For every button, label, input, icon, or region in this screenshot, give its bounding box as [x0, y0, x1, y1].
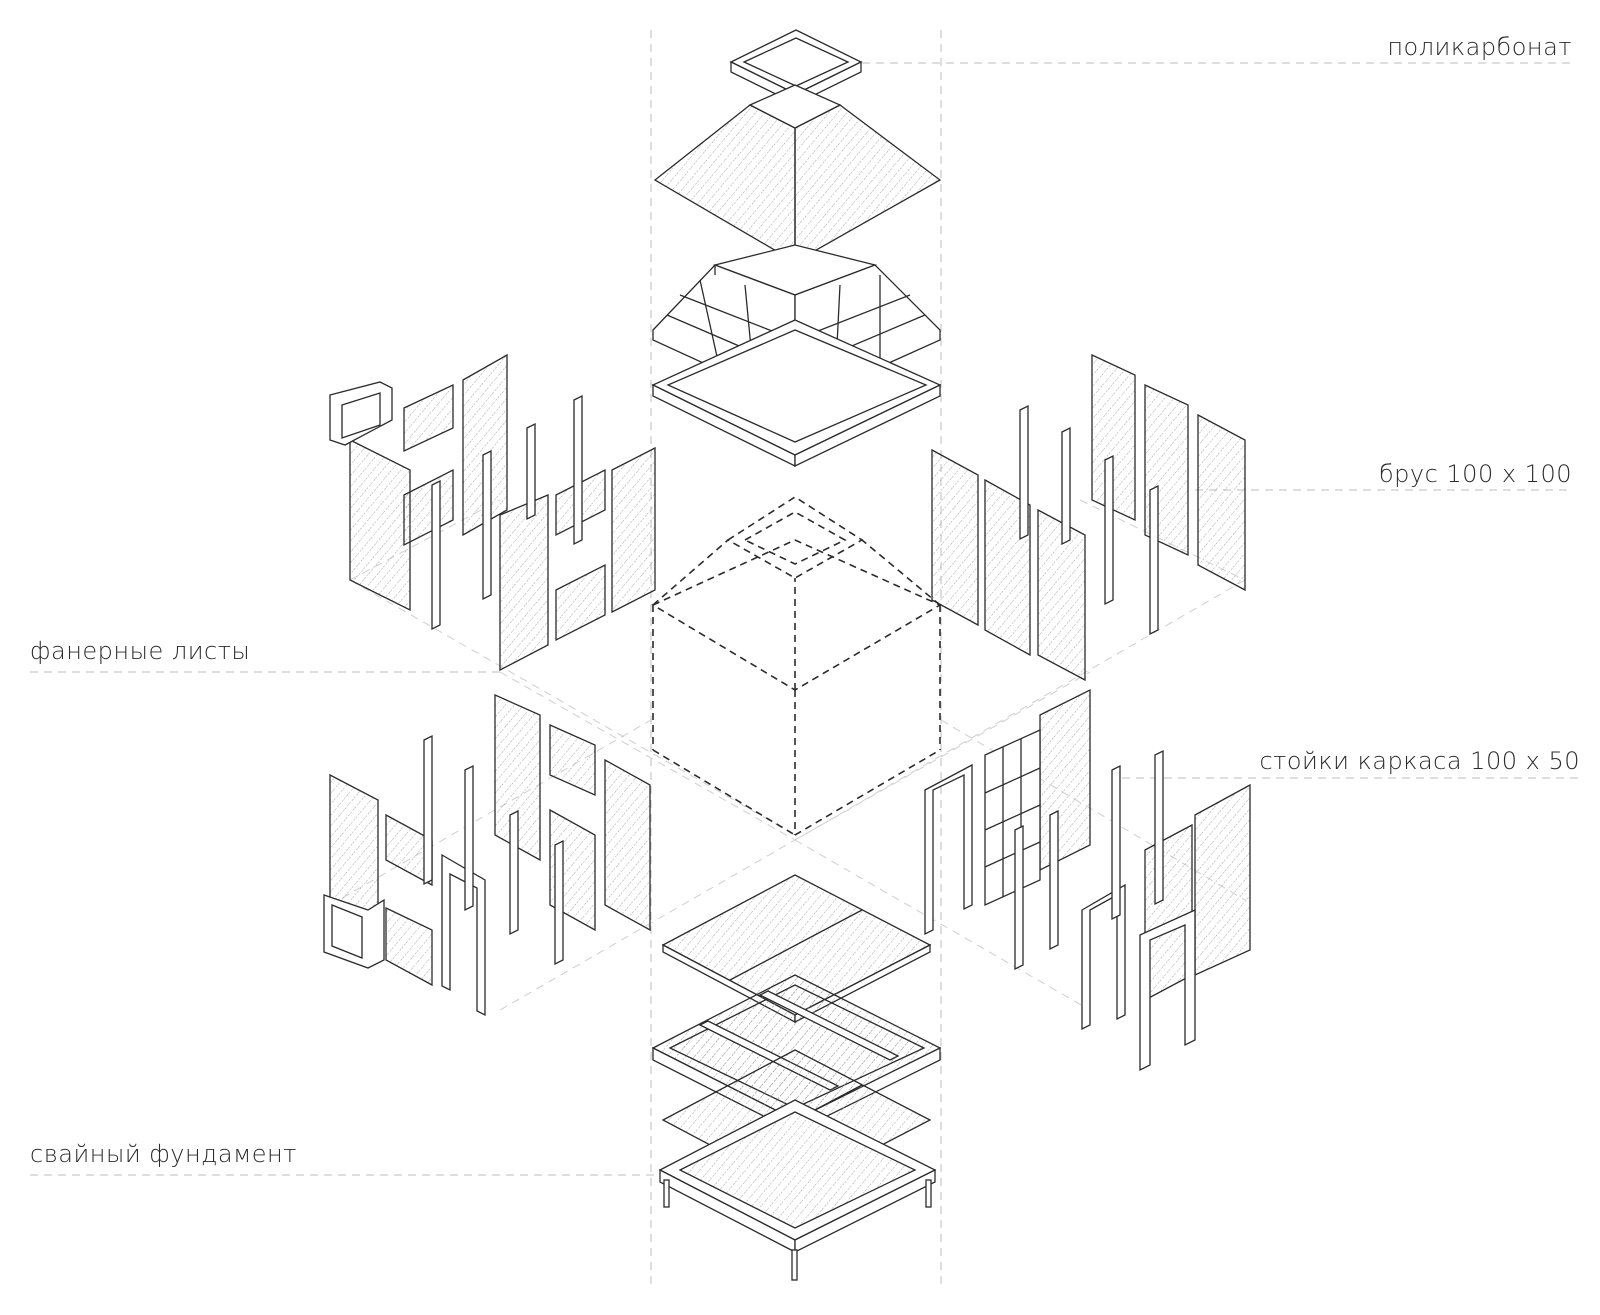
roof-beam-ring: [651, 319, 942, 468]
lower-right-wall-assembly: [924, 688, 1251, 1072]
upper-right-wall-assembly: [931, 353, 1246, 682]
label-plywood: фанерные листы: [30, 637, 251, 665]
lower-left-wall-assembly: [323, 693, 651, 1017]
upper-left-wall-assembly: [329, 353, 656, 672]
volume-massing: [651, 496, 942, 836]
vertical-guides: [650, 30, 942, 1290]
roof-shell: [653, 84, 942, 264]
label-studs: стойки каркаса 100 х 50: [1259, 747, 1580, 775]
label-beam: брус 100 х 100: [1378, 460, 1572, 488]
label-foundation: свайный фундамент: [30, 1140, 297, 1168]
polycarbonate-cap: [729, 29, 863, 106]
label-leaders: [30, 62, 1580, 1176]
label-polycarbonate: поликарбонат: [1387, 33, 1572, 61]
pile-foundation: [658, 1099, 937, 1281]
